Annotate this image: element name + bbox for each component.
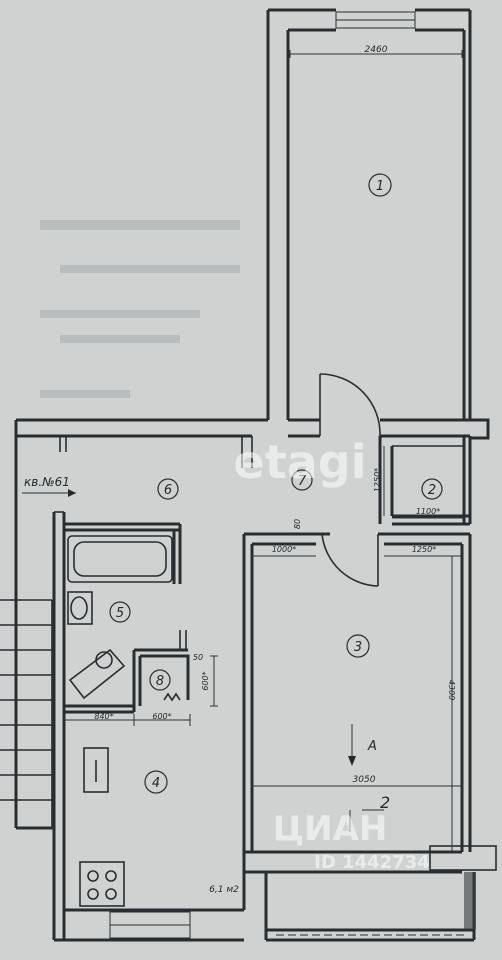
dim-small-80: 80 bbox=[293, 519, 302, 529]
dim-kitchen-600: 600* bbox=[152, 712, 171, 721]
stairs bbox=[0, 599, 53, 828]
room-3-circle bbox=[346, 634, 370, 658]
paper-background bbox=[40, 220, 240, 398]
section-a-label: А bbox=[367, 739, 377, 754]
room-7-number: 7 bbox=[298, 474, 307, 489]
room-markers: 1 2 3 4 5 6 7 8 bbox=[109, 173, 443, 794]
room-8-circle bbox=[149, 669, 171, 691]
room-6-number: 6 bbox=[164, 483, 172, 498]
room-5-number: 5 bbox=[116, 606, 124, 621]
bathroom-walls bbox=[52, 511, 190, 940]
room-3-walls bbox=[242, 532, 497, 942]
section-2-label: 2 bbox=[380, 793, 390, 812]
room-7-circle bbox=[291, 469, 313, 491]
apartment-label: кв.№61 bbox=[24, 475, 70, 489]
room-3-number: 3 bbox=[354, 640, 362, 655]
room-1-circle bbox=[368, 173, 392, 197]
id-watermark: ID 1442734 bbox=[314, 852, 430, 873]
room-6-circle bbox=[157, 478, 179, 500]
dimension-lines bbox=[22, 50, 464, 852]
room-1-walls bbox=[266, 8, 472, 420]
etagi-watermark: etagi bbox=[234, 435, 367, 489]
dim-room3-width: 3050 bbox=[353, 775, 376, 785]
room-4-circle bbox=[144, 770, 168, 794]
room-1-number: 1 bbox=[376, 179, 384, 194]
dim-room1-width: 2460 bbox=[365, 45, 388, 55]
room-4-number: 4 bbox=[152, 776, 160, 791]
kitchen-walls bbox=[54, 747, 244, 942]
room-2-number: 2 bbox=[428, 483, 436, 498]
kitchen-area: 6,1 м2 bbox=[209, 885, 239, 895]
dim-kitchen-840: 840* bbox=[94, 712, 113, 721]
dim-room3-top-left: 1000* bbox=[272, 545, 296, 554]
dim-room3-height: 4300 bbox=[447, 680, 456, 700]
labels: кв.№61 2460 1250* 1100* 1000* 1250* 4300… bbox=[24, 45, 456, 895]
dim-closet-height: 1250* bbox=[373, 468, 382, 492]
corridor-top-walls bbox=[16, 373, 490, 468]
room-2-circle bbox=[421, 478, 443, 500]
dim-small-50: 50 bbox=[193, 653, 203, 662]
watermarks: etagi ЦИАН ID 1442734 bbox=[234, 435, 430, 873]
cian-watermark: ЦИАН bbox=[273, 809, 388, 849]
room-8-number: 8 bbox=[156, 674, 164, 689]
dim-room2-width: 1100* bbox=[416, 507, 440, 516]
closet-walls bbox=[378, 436, 472, 526]
room-5-circle bbox=[109, 601, 131, 623]
dim-room3-top-right: 1250* bbox=[412, 545, 436, 554]
dim-wc-height: 600* bbox=[201, 671, 210, 690]
left-outer-wall bbox=[14, 420, 54, 830]
